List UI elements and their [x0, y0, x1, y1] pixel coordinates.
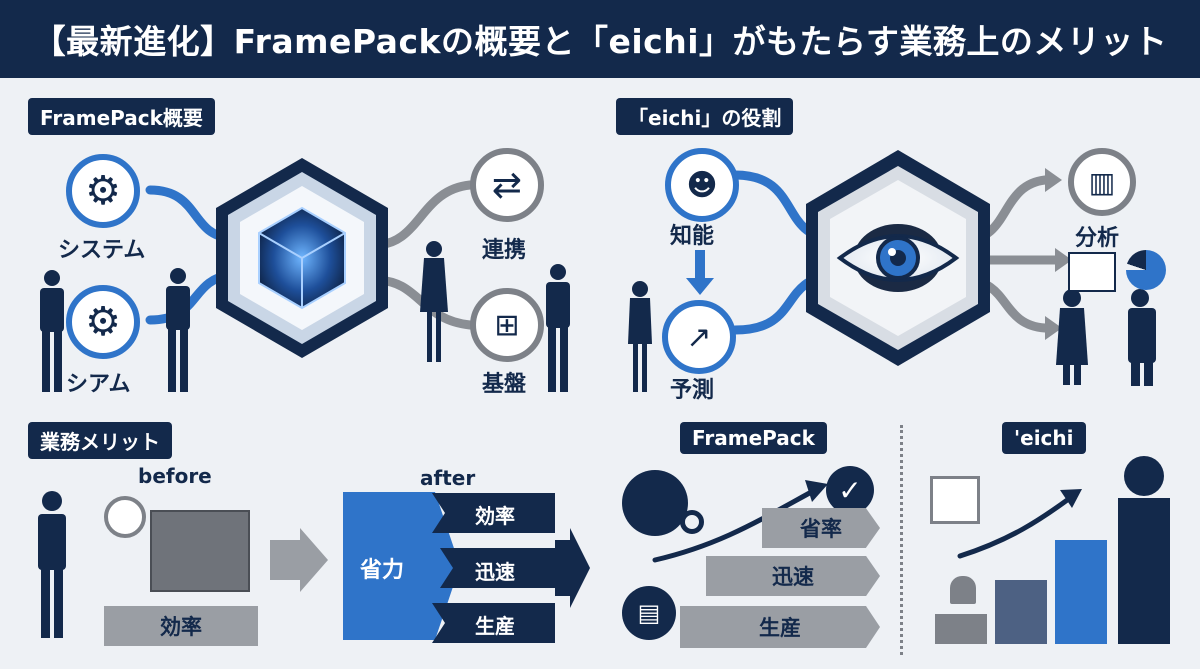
- person-silhouette: [166, 268, 190, 392]
- prediction-circle: ↗: [662, 300, 736, 374]
- business-merit-heading: 業務メリット: [28, 422, 172, 459]
- gear-icon: ⚙: [85, 299, 121, 345]
- link-label: 連携: [482, 238, 527, 263]
- framepack-overview-heading: FramePack概要: [28, 98, 215, 135]
- person-icon: [950, 576, 976, 604]
- intelligence-label: 知能: [670, 224, 715, 249]
- eichi-panel-heading: 'eichi: [1002, 422, 1086, 454]
- before-efficiency-bar: 効率: [104, 606, 258, 646]
- analysis-label: 分析: [1075, 226, 1120, 251]
- after-block: [343, 492, 590, 643]
- pie-chart-icon: [1126, 250, 1166, 290]
- sync-arrows-icon: ⇄: [491, 164, 523, 206]
- framepack-item-bar: 省率: [762, 508, 880, 548]
- eichi-hexagon: [806, 150, 990, 366]
- title-banner: 【最新進化】FramePackの概要と「eichi」がもたらす業務上のメリット: [0, 0, 1200, 78]
- intelligence-circle: ☻: [665, 148, 739, 222]
- after-item: 生産: [475, 614, 515, 638]
- check-icon: ✓: [826, 466, 874, 514]
- after-label: after: [420, 466, 476, 490]
- framepack-growth-arrow: [652, 487, 818, 563]
- bar-chart-icon: [1068, 252, 1116, 292]
- hierarchy-icon: ⊞: [494, 307, 520, 343]
- base-circle: ⊞: [470, 288, 544, 362]
- person-silhouette: [40, 270, 64, 392]
- document-icon: ▤: [622, 586, 676, 640]
- person-silhouette: [546, 264, 570, 392]
- eichi-role-heading: 「eichi」の役割: [616, 98, 794, 135]
- person-silhouette: [1128, 289, 1156, 386]
- down-arrow: [686, 250, 714, 295]
- siam-gear-circle: ⚙: [66, 285, 140, 359]
- framepack-item-bar: 生産: [680, 606, 880, 648]
- line-chart-icon: [930, 476, 980, 524]
- before-label: before: [138, 464, 212, 488]
- after-item: 迅速: [475, 560, 515, 584]
- prediction-label: 予測: [670, 378, 715, 403]
- panel-divider: [900, 425, 903, 655]
- gear-icon: [1124, 456, 1164, 496]
- system-gear-circle: ⚙: [66, 154, 140, 228]
- link-circle: ⇄: [470, 148, 544, 222]
- eichi-arrowheads: [1045, 168, 1072, 340]
- brain-head-icon: ☻: [686, 167, 718, 203]
- gear-person-icon: [622, 470, 688, 536]
- eichi-growth-bars: [935, 498, 1170, 644]
- analysis-circle: ▥: [1068, 148, 1136, 216]
- system-label: システム: [58, 238, 146, 263]
- clock-icon: [104, 496, 146, 538]
- page-title: 【最新進化】FramePackの概要と「eichi」がもたらす業務上のメリット: [32, 22, 1168, 61]
- person-silhouette: [628, 281, 652, 392]
- framepack-hexagon: [216, 158, 388, 358]
- small-gear-icon: [680, 510, 704, 534]
- person-silhouette: [38, 491, 66, 638]
- person-silhouette: [1056, 289, 1088, 385]
- base-label: 基盤: [482, 372, 527, 397]
- after-item: 効率: [475, 504, 515, 528]
- gear-icon: ⚙: [85, 168, 121, 214]
- before-after-arrow: [270, 528, 328, 592]
- after-left-label: 省力: [360, 558, 405, 583]
- person-silhouette: [420, 241, 448, 362]
- siam-label: シアム: [66, 372, 131, 397]
- framepack-item-bar: 迅速: [706, 556, 880, 596]
- growth-chart-icon: ↗: [686, 319, 712, 355]
- framepack-panel-heading: FramePack: [680, 422, 827, 454]
- boxes-icon: [150, 510, 250, 592]
- bar-chart-icon: ▥: [1088, 165, 1116, 199]
